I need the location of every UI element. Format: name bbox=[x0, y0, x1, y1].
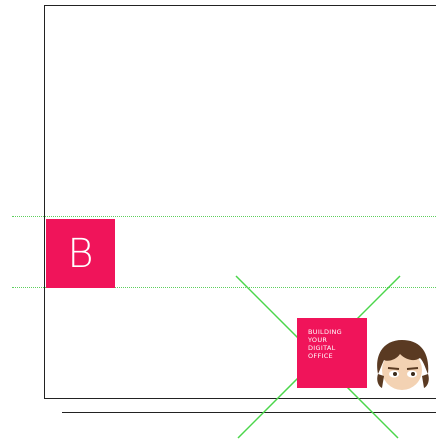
guide-line-bottom bbox=[12, 287, 436, 288]
frame-bottom-border-secondary bbox=[62, 412, 436, 413]
building-digital-office-tile: BUILDING YOUR DIGITAL OFFICE bbox=[297, 318, 367, 388]
tile-line-4: OFFICE bbox=[308, 352, 333, 360]
tile-line-3: DIGITAL bbox=[308, 344, 336, 352]
logo-b-tile: B bbox=[46, 219, 115, 288]
tile-line-1: BUILDING bbox=[308, 328, 342, 336]
tile-line-2: YOUR bbox=[308, 336, 328, 344]
frame-top-border bbox=[44, 5, 436, 6]
frame-bottom-border bbox=[44, 398, 436, 399]
guide-line-top bbox=[12, 216, 436, 217]
frame-left-border bbox=[44, 5, 45, 399]
avatar-face-icon bbox=[370, 336, 434, 392]
